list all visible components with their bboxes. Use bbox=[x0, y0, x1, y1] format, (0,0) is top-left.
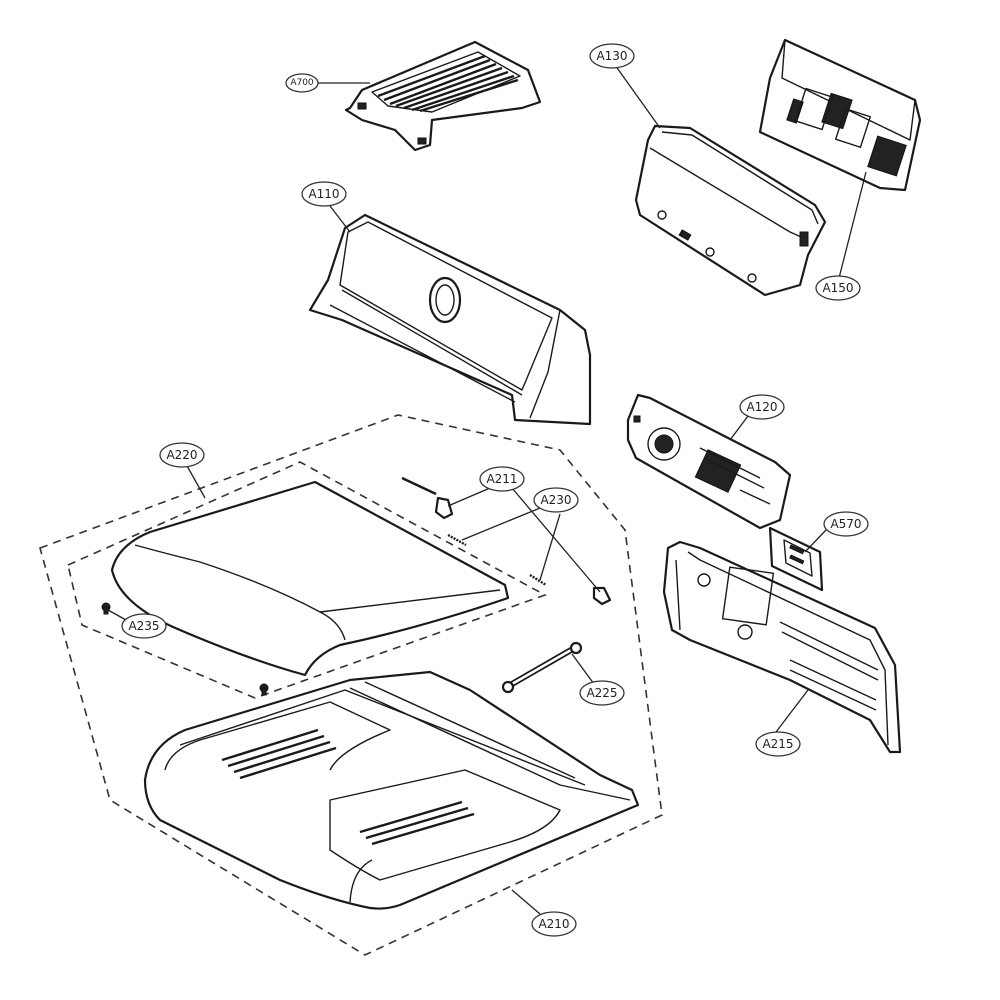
callout-a110: A110 bbox=[301, 181, 347, 207]
part-a700-grille-cover bbox=[344, 40, 542, 152]
svg-text:A130: A130 bbox=[596, 49, 627, 63]
part-a235-screw-bottom bbox=[259, 683, 269, 696]
callout-a215: A215 bbox=[755, 731, 801, 757]
part-a150-electrical-box bbox=[758, 38, 922, 192]
part-a120-display-pcb bbox=[626, 393, 792, 530]
svg-text:A230: A230 bbox=[540, 493, 571, 507]
callout-a570: A570 bbox=[823, 511, 869, 537]
svg-text:A120: A120 bbox=[746, 400, 777, 414]
callout-a230: A230 bbox=[533, 487, 579, 513]
leader-lines bbox=[107, 64, 867, 915]
assembly-outline-outer bbox=[39, 414, 663, 956]
part-a130-control-board bbox=[634, 124, 827, 297]
callout-a225: A225 bbox=[579, 680, 625, 706]
svg-text:A215: A215 bbox=[762, 737, 793, 751]
part-a220-lid bbox=[110, 480, 510, 677]
part-a211-hinge-right bbox=[592, 586, 612, 606]
callout-a220: A220 bbox=[159, 442, 205, 468]
callout-a150: A150 bbox=[815, 275, 861, 301]
part-a230-spring-left bbox=[447, 533, 467, 547]
svg-text:A700: A700 bbox=[290, 78, 314, 88]
callout-a211: A211 bbox=[479, 466, 525, 492]
part-a210-top-plate bbox=[143, 670, 640, 910]
callout-a130: A130 bbox=[589, 43, 635, 69]
assembly-outline-inner bbox=[67, 461, 547, 699]
part-a211-hinge-left bbox=[401, 476, 454, 520]
svg-text:A220: A220 bbox=[166, 448, 197, 462]
part-a230-spring-right bbox=[529, 573, 547, 587]
svg-text:A211: A211 bbox=[486, 472, 517, 486]
svg-text:A210: A210 bbox=[538, 917, 569, 931]
part-a225-damper bbox=[501, 641, 583, 694]
svg-text:A110: A110 bbox=[308, 187, 339, 201]
svg-text:A225: A225 bbox=[586, 686, 617, 700]
part-a235-screw-left bbox=[101, 602, 111, 615]
callout-a700: A700 bbox=[285, 73, 319, 93]
part-a110-control-panel bbox=[308, 213, 592, 426]
part-a570-plate bbox=[768, 526, 824, 592]
svg-text:A150: A150 bbox=[822, 281, 853, 295]
svg-text:A570: A570 bbox=[830, 517, 861, 531]
svg-text:A235: A235 bbox=[128, 619, 159, 633]
callout-a235: A235 bbox=[121, 613, 167, 639]
callout-a210: A210 bbox=[531, 911, 577, 937]
part-a215-rear-panel bbox=[662, 540, 902, 754]
callout-a120: A120 bbox=[739, 394, 785, 420]
